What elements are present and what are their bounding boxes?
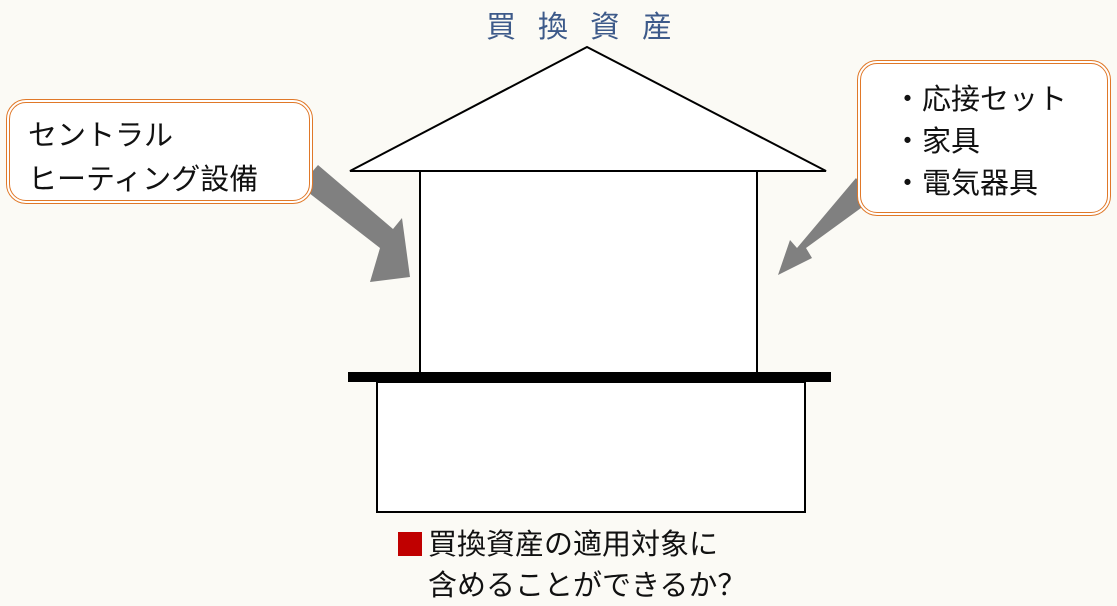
furniture-callout: 応接セット 家具 電気器具	[857, 60, 1111, 216]
list-item: 電気器具	[893, 162, 1107, 204]
left-arrow-icon	[300, 165, 410, 282]
house-body	[419, 170, 758, 374]
question-text: 買換資産の適用対象に 含めることができるか？	[398, 524, 746, 606]
list-item: 家具	[893, 120, 1107, 162]
house-foundation	[376, 381, 806, 513]
house-floor-bar	[348, 372, 831, 382]
list-item: 応接セット	[893, 78, 1107, 120]
question-line: 含めることができるか？	[428, 568, 747, 602]
callout-line: セントラル	[28, 118, 174, 152]
question-line: 買換資産の適用対象に	[428, 527, 719, 561]
diagram-title: 買換資産	[486, 10, 694, 45]
house-roof	[349, 45, 827, 172]
red-square-bullet-icon	[398, 532, 422, 556]
callout-line: ヒーティング設備	[28, 162, 259, 196]
central-heating-callout: セントラル ヒーティング設備	[6, 99, 313, 204]
right-arrow-icon	[778, 178, 872, 275]
